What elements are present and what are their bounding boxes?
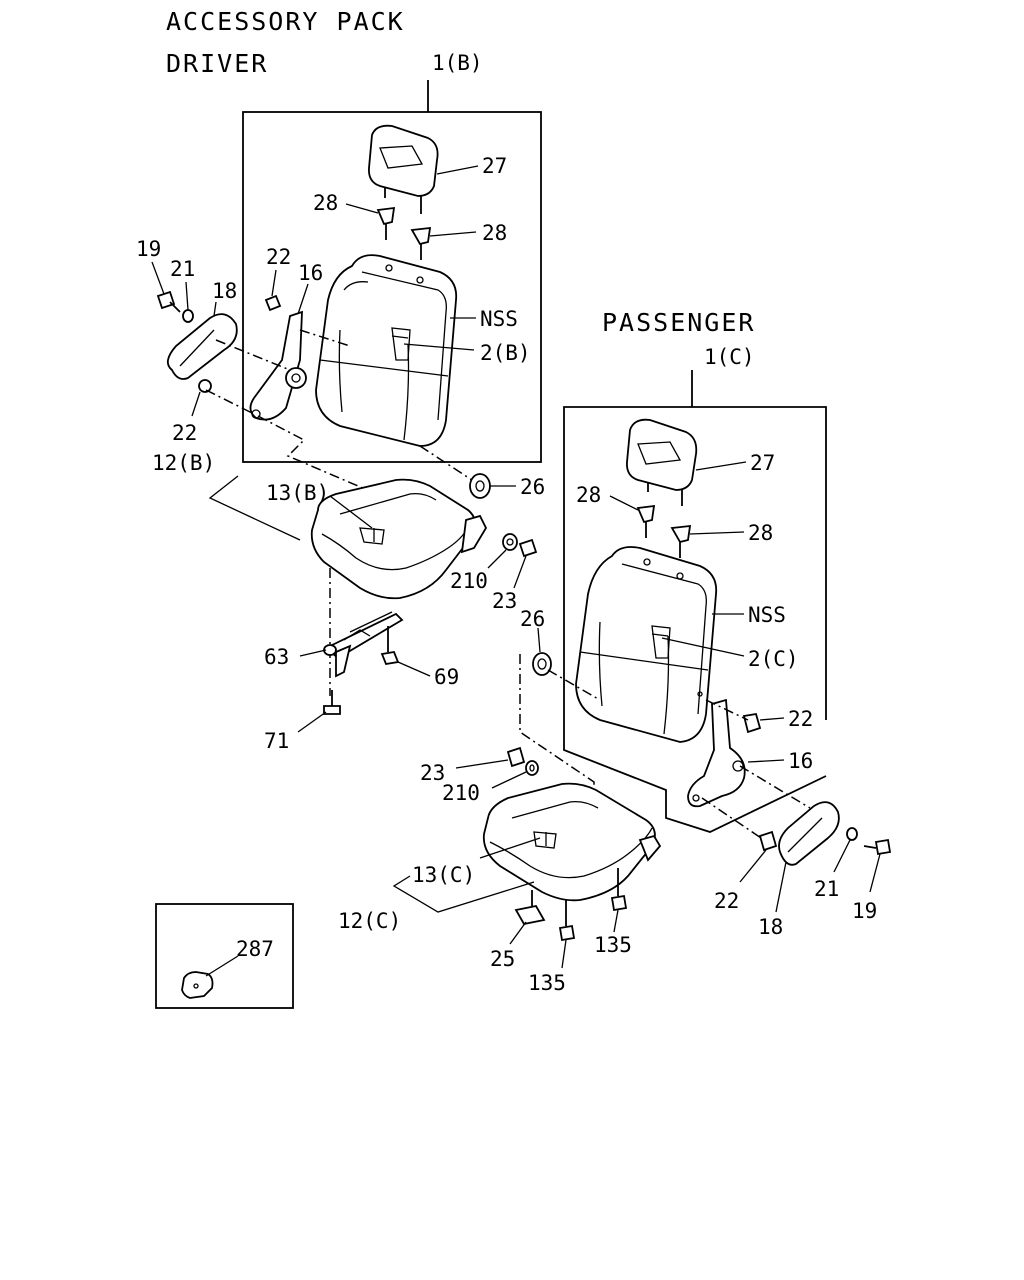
label-passenger-210: 210 [442,781,480,805]
label-passenger-25: 25 [490,947,515,971]
driver-hinge-cover-18 [166,313,238,380]
label-driver-69: 69 [434,665,459,689]
label-passenger-21: 21 [814,877,839,901]
driver-bolt-71 [323,690,341,715]
passenger-cap-26 [532,652,552,676]
label-driver-18: 18 [212,279,237,303]
label-passenger-19: 19 [852,899,877,923]
driver-nut-22-bottom [198,379,212,393]
label-passenger-23: 23 [420,761,445,785]
label-driver-63: 63 [264,645,289,669]
label-driver-71: 71 [264,729,289,753]
driver-guide-right [410,226,432,260]
label-driver-22-top: 22 [266,245,291,269]
driver-recliner-hinge-16 [249,310,307,421]
passenger-washer-21 [846,827,858,841]
passenger-seat-back [575,546,718,743]
label-passenger-28-right: 28 [748,521,773,545]
label-passenger-18: 18 [758,915,783,939]
driver-assembly-box [242,111,542,463]
passenger-nut-22-top [742,712,762,734]
driver-seat-cushion [310,478,488,600]
label-passenger-2c: 2(C) [748,647,799,671]
label-driver-27: 27 [482,154,507,178]
driver-nut-22-top [264,294,282,312]
header-passenger: PASSENGER [602,308,755,337]
driver-cap-26 [469,473,491,499]
label-driver-19: 19 [136,237,161,261]
passenger-guide-left [636,504,656,538]
passenger-guide-right [670,524,692,558]
inset-box-287: 287 [155,903,294,1009]
driver-seat-back [315,254,458,447]
passenger-washer-210 [525,760,539,776]
passenger-bracket-25 [514,890,546,926]
passenger-nut-135-bottom [558,900,576,942]
label-driver-12b: 12(B) [152,451,215,475]
label-passenger-26: 26 [520,607,545,631]
label-driver-nss: NSS [480,307,518,331]
label-passenger-135-right: 135 [594,933,632,957]
label-driver-23: 23 [492,589,517,613]
header-driver: DRIVER [166,49,268,78]
label-driver-21: 21 [170,257,195,281]
driver-adjuster-lever-63 [323,611,404,678]
driver-washer-210 [502,533,518,551]
label-driver-2b: 2(B) [480,341,531,365]
driver-screw-19 [156,290,181,313]
label-passenger-1c: 1(C) [704,345,755,369]
label-passenger-nss: NSS [748,603,786,627]
driver-nut-69 [380,626,400,666]
label-passenger-16: 16 [788,749,813,773]
label-driver-22-bottom: 22 [172,421,197,445]
driver-washer-21 [182,309,194,323]
label-driver-26: 26 [520,475,545,499]
label-inset-287: 287 [236,937,274,961]
driver-guide-left [376,206,396,240]
label-passenger-22-top: 22 [788,707,813,731]
passenger-seat-group: 1(C) 27 28 28 [338,345,892,995]
passenger-headrest [626,418,698,506]
header-accessory-pack: ACCESSORY PACK [166,7,405,36]
driver-nut-23 [518,538,538,558]
passenger-nut-22-bottom [758,830,778,852]
driver-seat-group: 1(B) 27 28 28 [136,51,545,753]
label-passenger-28-left: 28 [576,483,601,507]
passenger-nut-23 [506,746,526,768]
label-driver-28-left: 28 [313,191,338,215]
label-passenger-12c: 12(C) [338,909,401,933]
label-driver-1b: 1(B) [432,51,483,75]
passenger-seat-cushion [482,782,662,902]
driver-headrest [368,124,439,214]
passenger-hinge-cover-18 [778,801,840,866]
label-passenger-22-bottom: 22 [714,889,739,913]
label-driver-13b: 13(B) [266,481,329,505]
passenger-nut-135-right [610,868,628,912]
passenger-recliner-hinge-16 [687,698,746,808]
label-passenger-27: 27 [750,451,775,475]
label-driver-28-right: 28 [482,221,507,245]
label-passenger-135-bottom: 135 [528,971,566,995]
passenger-assembly-box [563,406,827,833]
label-driver-210: 210 [450,569,488,593]
passenger-screw-19 [863,838,892,856]
label-passenger-13c: 13(C) [412,863,475,887]
label-driver-16: 16 [298,261,323,285]
